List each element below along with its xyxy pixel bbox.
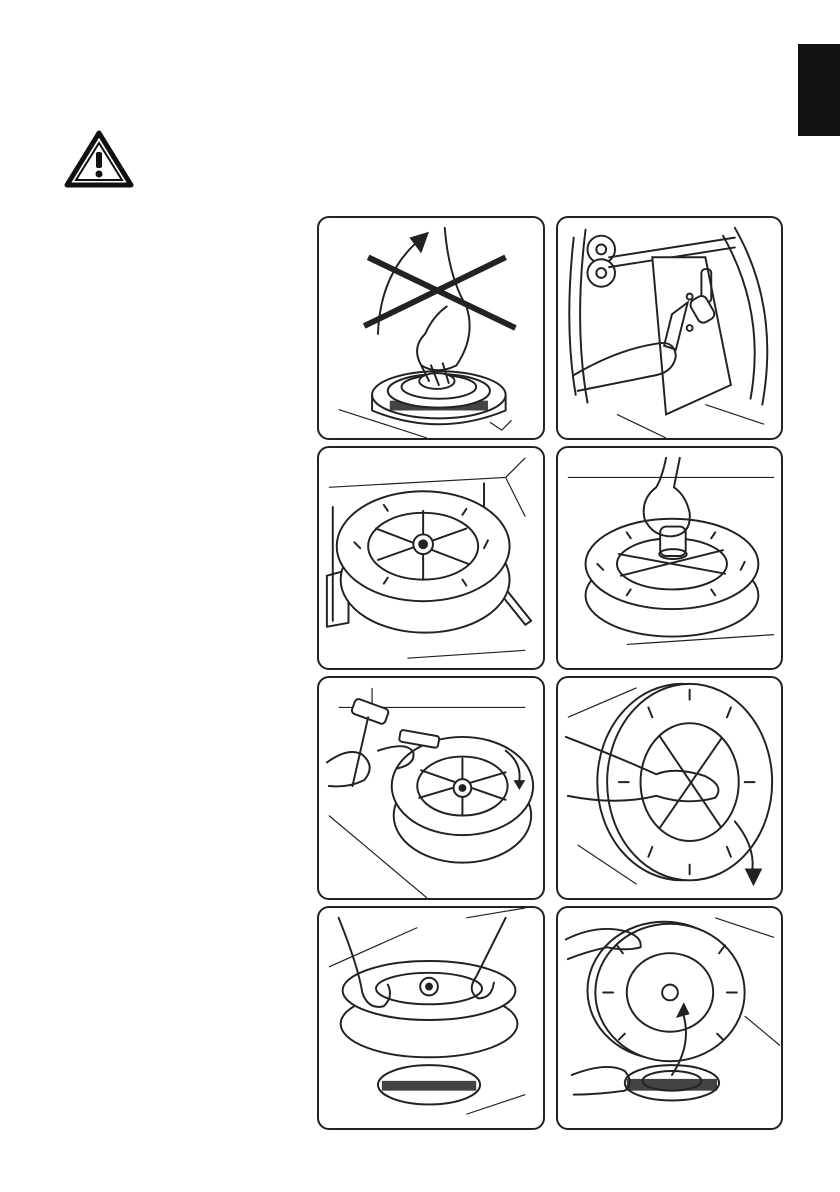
remove-nut-illustration [558, 448, 781, 668]
illustration-panel-8 [556, 906, 783, 1130]
do-not-lift-illustration [319, 218, 543, 438]
illustration-panel-7 [317, 906, 545, 1130]
rotate-drum-illustration [558, 678, 781, 898]
illustration-panel-4 [556, 446, 783, 670]
lift-drum-illustration [319, 908, 543, 1128]
reel-on-stand-illustration [319, 448, 543, 668]
illustration-panel-6 [556, 676, 783, 900]
language-tab [798, 44, 840, 136]
warning-triangle-icon [64, 130, 134, 188]
replace-cassette-illustration [558, 908, 781, 1128]
illustration-panel-1 [317, 216, 545, 440]
wrench-axle-illustration [558, 218, 781, 438]
hammer-tap-illustration [319, 678, 543, 898]
illustration-panel-2 [556, 216, 783, 440]
illustration-panel-5 [317, 676, 545, 900]
illustration-panel-3 [317, 446, 545, 670]
